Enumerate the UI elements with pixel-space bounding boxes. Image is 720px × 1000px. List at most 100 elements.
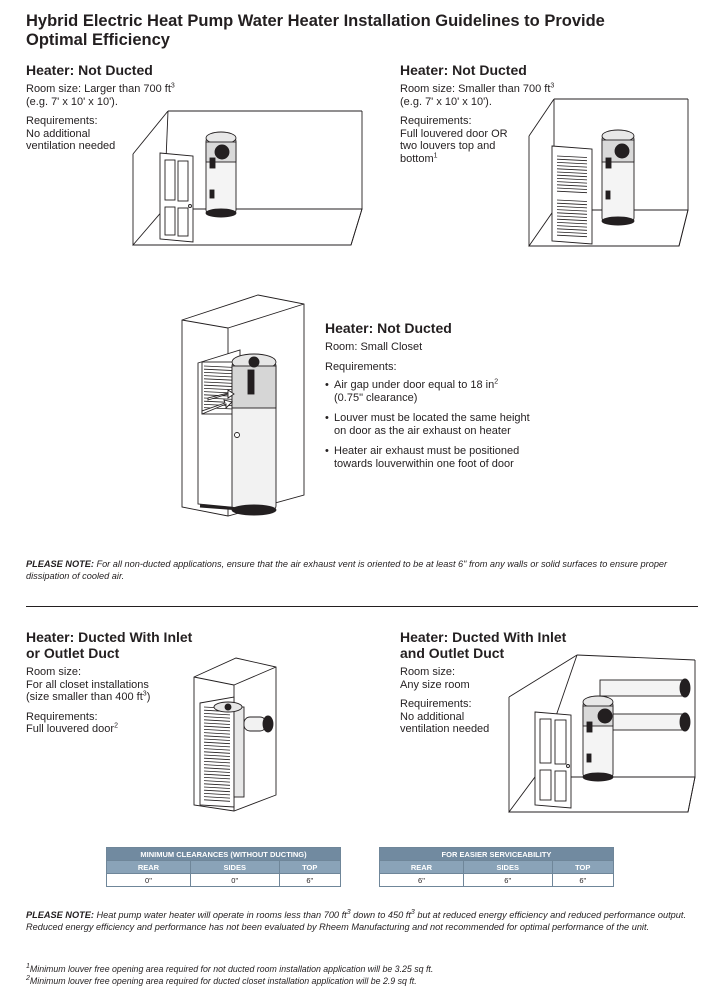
table-title: MINIMUM CLEARANCES (WITHOUT DUCTING) (106, 847, 341, 861)
louver-slat (203, 786, 231, 789)
room-size-line: (size smaller than 400 ft3) (26, 690, 151, 703)
room-example: (e.g. 7' x 10' x 10'). (400, 95, 492, 108)
room-size-label: Room size: (400, 666, 456, 678)
louver-slat (203, 761, 231, 764)
louver-slat (203, 780, 231, 783)
louver-slat (203, 748, 231, 751)
louver-slat (203, 796, 231, 799)
louver-slat (203, 770, 231, 773)
louver-slat (556, 231, 588, 234)
requirements-label: Requirements: (325, 360, 397, 373)
table-header: REAR (106, 860, 191, 874)
louver-slat (203, 725, 231, 729)
table-header: TOP (551, 860, 615, 874)
section-divider (26, 606, 698, 607)
room-size-text: Room size: Smaller than 700 ft3 (400, 82, 555, 95)
louver-slat (556, 168, 588, 171)
louver-slat (556, 228, 588, 231)
small-room-illustration (528, 98, 689, 247)
section-closet: Heater: Not Ducted Room: Small Closet Re… (325, 320, 565, 478)
please-note-nonducted: PLEASE NOTE: For all non-ducted applicat… (26, 559, 668, 581)
requirements-label: Requirements: (400, 115, 472, 127)
requirement-line: ventilation needed (26, 140, 116, 152)
table-cell: 6" (551, 873, 615, 887)
louver-slat (203, 777, 231, 780)
footnotes: 1Minimum louver free opening area requir… (26, 963, 698, 987)
room-size-text: Room size: Larger than 700 ft3 (26, 82, 175, 95)
louver-slat (203, 713, 231, 716)
louver-slat (203, 764, 231, 767)
table-title: FOR EASIER SERVICEABILITY (379, 847, 614, 861)
louver-slat (203, 368, 237, 372)
requirement-item: Louver must be located the same heighton… (325, 412, 565, 438)
louver-slat (203, 751, 231, 754)
requirement-line: No additional (400, 710, 465, 723)
louver-slat (203, 745, 231, 748)
louver-slat (203, 372, 237, 375)
louver-slat (556, 158, 588, 162)
louver-slat (556, 171, 588, 174)
louver-slat (203, 407, 237, 410)
section-small-room: Heater: Not Ducted Room size: Smaller th… (400, 62, 600, 165)
closet-illustration (181, 294, 305, 517)
louver-slat (203, 783, 231, 786)
louver-slat (556, 178, 588, 181)
louver-slat (556, 199, 588, 202)
louver-slat (203, 716, 231, 719)
requirement-line: Full louvered door2 (26, 722, 118, 735)
room-text: Room: Small Closet (325, 341, 423, 353)
louver-slat (203, 378, 237, 381)
table-cell: 6" (462, 873, 553, 887)
table-header: REAR (379, 860, 464, 874)
clearances-table-serviceability: FOR EASIER SERVICEABILITY REAR SIDES TOP… (379, 847, 615, 887)
louver-slat (203, 767, 231, 770)
louver-slat (556, 209, 588, 212)
louver-slat (556, 190, 588, 194)
louver-slat (556, 184, 588, 187)
requirement-item: Air gap under door equal to 18 in2(0.75"… (325, 378, 565, 405)
large-room-illustration (132, 110, 363, 246)
requirement-line: Full louvered door OR (400, 127, 508, 140)
requirement-line: No additional (26, 127, 91, 140)
louver-slat (203, 799, 231, 802)
louver-slat (556, 165, 588, 168)
footnote: 1Minimum louver free opening area requir… (26, 963, 434, 974)
requirement-line: bottom1 (400, 151, 438, 165)
louver-slat (203, 738, 231, 741)
louver-slat (556, 234, 588, 238)
ducted-closet-illustration (193, 657, 277, 812)
louver-slat (203, 384, 237, 388)
room-size-line: For all closet installations (26, 678, 149, 691)
louver-slat (203, 365, 237, 368)
ducted-room-illustration (508, 654, 696, 813)
requirements-label: Requirements: (400, 698, 472, 710)
requirement-line: ventilation needed (400, 723, 490, 735)
louver-slat (556, 162, 588, 165)
louver-slat (556, 225, 588, 228)
table-header: TOP (278, 860, 342, 874)
footnote: 2Minimum louver free opening area requir… (26, 975, 417, 986)
louver-slat (203, 789, 231, 793)
section-heading: Heater: Not Ducted (400, 62, 527, 78)
please-note-room-size: PLEASE NOTE: Heat pump water heater will… (26, 908, 686, 932)
table-cell: 6" (278, 873, 342, 887)
table-header: SIDES (462, 860, 553, 874)
louver-slat (556, 215, 588, 218)
louver-slat (203, 773, 231, 777)
louver-slat (203, 735, 231, 738)
louver-slat (203, 729, 231, 732)
room-size-line: Any size room (400, 678, 470, 691)
louver-slat (203, 381, 237, 384)
louver-slat (203, 741, 231, 745)
louver-slat (203, 732, 231, 735)
louver-slat (203, 722, 231, 725)
requirements-label: Requirements: (26, 710, 98, 723)
louver-slat (203, 754, 231, 757)
table-cell: 0" (189, 873, 280, 887)
table-header: SIDES (189, 860, 280, 874)
louver-slat (556, 181, 588, 184)
